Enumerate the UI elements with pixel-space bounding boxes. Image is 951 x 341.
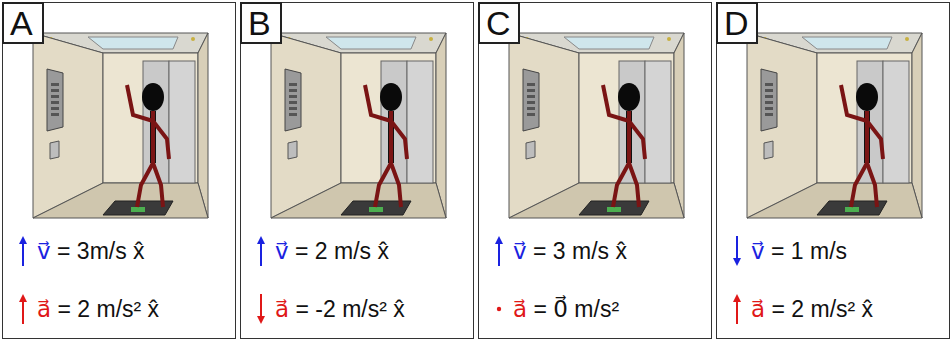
acceleration-label: a⃗ = 0⃗ m/s² (513, 291, 627, 327)
panel-letter-box: D (716, 2, 758, 44)
panel-letter: C (486, 4, 511, 42)
quantity-group: v⃗ = 3m/s x̂ a⃗ = 2 m/s² x̂ (37, 233, 159, 341)
velocity-label: v⃗ = 1 m/s (751, 233, 873, 269)
elevator-illustration (3, 3, 235, 337)
elevator-panel: v⃗ = 1 m/s a⃗ = 2 m/s² x̂ D (716, 2, 950, 339)
elevator-illustration (479, 3, 711, 337)
elevator-panel: v⃗ = 3 m/s x̂ a⃗ = 0⃗ m/s² C (478, 2, 712, 339)
panel-letter-box: B (240, 2, 282, 44)
quantity-group: v⃗ = 2 m/s x̂ a⃗ = -2 m/s² x̂ (275, 233, 405, 341)
elevator-panel: v⃗ = 2 m/s x̂ a⃗ = -2 m/s² x̂ B (240, 2, 474, 339)
elevator-illustration (717, 3, 949, 337)
panel-letter-box: A (2, 2, 44, 44)
velocity-label: v⃗ = 2 m/s x̂ (275, 233, 405, 269)
elevator-illustration (241, 3, 473, 337)
panel-letter: B (248, 4, 271, 42)
acceleration-label: a⃗ = 2 m/s² x̂ (37, 291, 159, 327)
quantity-group: v⃗ = 1 m/s a⃗ = 2 m/s² x̂ (751, 233, 873, 341)
panel-letter: A (10, 4, 33, 42)
panel-letter: D (724, 4, 749, 42)
velocity-label: v⃗ = 3 m/s x̂ (513, 233, 627, 269)
panel-letter-box: C (478, 2, 520, 44)
quantity-group: v⃗ = 3 m/s x̂ a⃗ = 0⃗ m/s² (513, 233, 627, 341)
acceleration-label: a⃗ = 2 m/s² x̂ (751, 291, 873, 327)
elevator-panel: v⃗ = 3m/s x̂ a⃗ = 2 m/s² x̂ A (2, 2, 236, 339)
velocity-label: v⃗ = 3m/s x̂ (37, 233, 159, 269)
acceleration-label: a⃗ = -2 m/s² x̂ (275, 291, 405, 327)
